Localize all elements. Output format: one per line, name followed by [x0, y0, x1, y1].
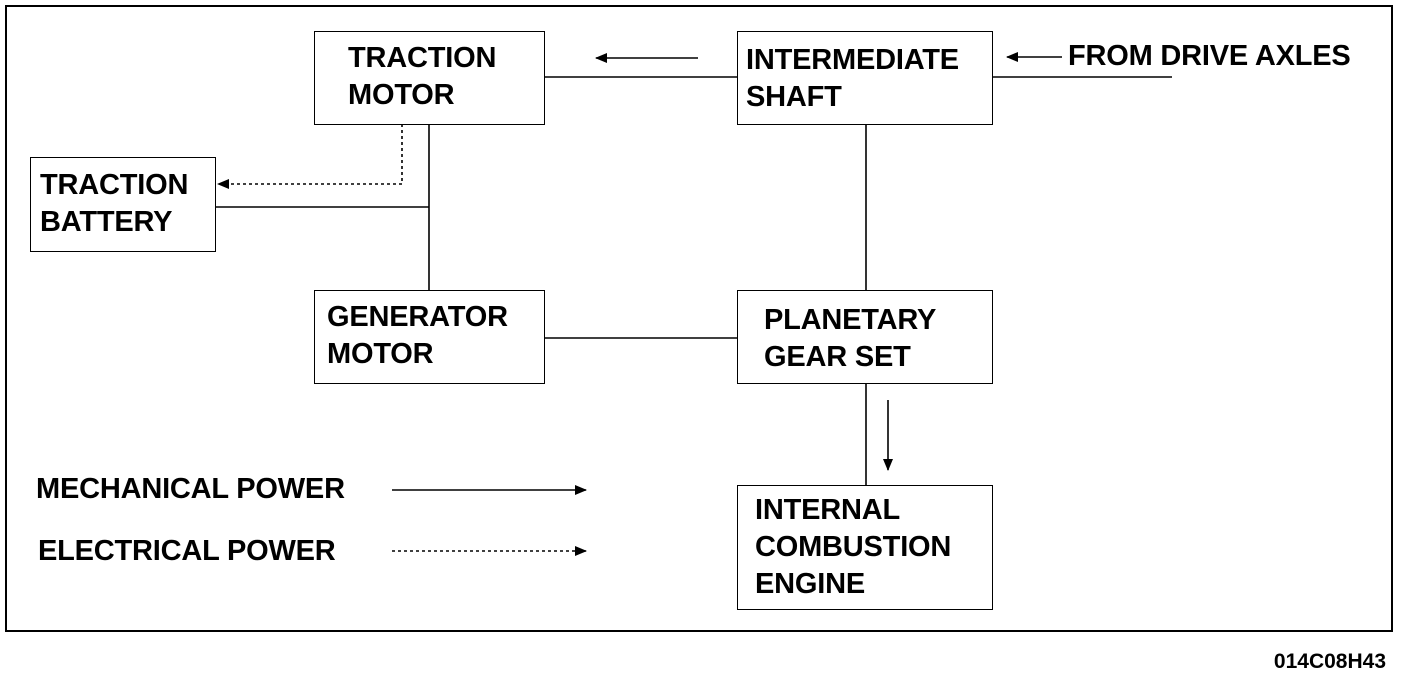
internal-combustion-engine-box: INTERNAL COMBUSTION ENGINE: [737, 485, 993, 610]
traction-battery-box: TRACTION BATTERY: [30, 157, 216, 252]
electrical-motor-to-battery: [217, 124, 403, 189]
from-drive-axles-label: FROM DRIVE AXLES: [1068, 40, 1351, 72]
intermediate-shaft-box: INTERMEDIATE SHAFT: [737, 31, 993, 125]
planetary-gear-set-box: PLANETARY GEAR SET: [737, 290, 993, 384]
traction-motor-label: TRACTION MOTOR: [348, 42, 497, 111]
legend-electrical-label: ELECTRICAL POWER: [38, 535, 336, 567]
planetary-gear-set-label: PLANETARY GEAR SET: [764, 304, 937, 373]
traction-motor-box: TRACTION MOTOR: [314, 31, 545, 125]
traction-battery-label: TRACTION BATTERY: [40, 169, 189, 238]
generator-motor-label: GENERATOR MOTOR: [327, 301, 508, 370]
legend-mechanical-label: MECHANICAL POWER: [36, 473, 345, 505]
generator-motor-box: GENERATOR MOTOR: [314, 290, 545, 384]
figure-reference: 014C08H43: [1273, 650, 1386, 673]
diagram-frame: [5, 5, 1393, 632]
internal-combustion-engine-label: INTERNAL COMBUSTION ENGINE: [755, 494, 952, 600]
intermediate-shaft-label: INTERMEDIATE SHAFT: [746, 44, 959, 113]
